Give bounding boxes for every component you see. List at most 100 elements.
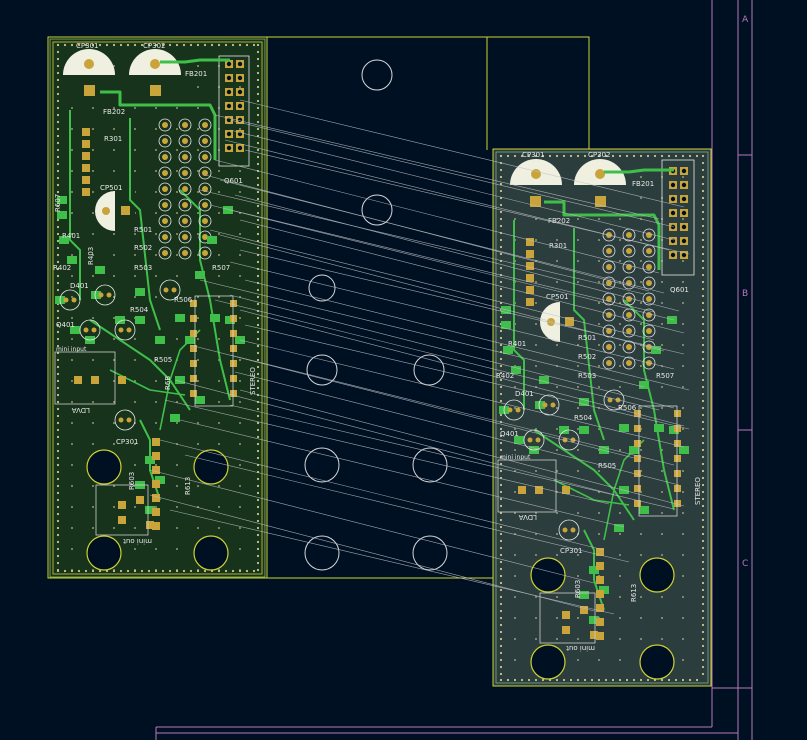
via-dot (197, 380, 199, 382)
via-dot (256, 246, 260, 250)
panel-mounting-holes (304, 59, 448, 571)
left-cp302-footprint[interactable] (129, 49, 181, 101)
right-board[interactable]: CP301 CP302 FB201 FB202 CP501 R301 R401 … (492, 148, 712, 687)
via-dot (56, 92, 60, 96)
right-r501-label: R501 (578, 334, 596, 342)
resistor-pad (162, 234, 168, 240)
via-dot (604, 154, 608, 158)
via-dot (56, 183, 60, 187)
ic-pin (634, 485, 641, 492)
ratsnest-line (239, 249, 685, 355)
via-dot (619, 260, 621, 262)
pin-strip-pad (82, 176, 90, 184)
ratsnest-line (159, 439, 605, 551)
smd-pad (175, 314, 185, 322)
via-dot (640, 407, 642, 409)
via-dot (499, 665, 503, 669)
right-components[interactable] (499, 168, 689, 640)
via-dot (92, 170, 94, 172)
pin-strip-pad (152, 480, 160, 488)
via-dot (189, 569, 193, 573)
via-dot (256, 351, 260, 355)
resistor-outline (622, 356, 636, 370)
via-dot (701, 301, 705, 305)
via-dot (119, 569, 123, 573)
ratsnest-line (199, 189, 645, 295)
jack-pad (118, 376, 126, 384)
via-dot (499, 357, 503, 361)
via-dot (256, 106, 260, 110)
header-pin-hole (226, 103, 232, 109)
via-dot (577, 239, 579, 241)
left-cp501-footprint[interactable] (95, 191, 135, 231)
via-dot (256, 540, 260, 544)
transistor-pad (570, 527, 576, 533)
via-dot (701, 616, 705, 620)
via-dot (256, 302, 260, 306)
smd-pad (579, 398, 589, 406)
via-dot (598, 470, 600, 472)
right-cp302-footprint[interactable] (574, 159, 626, 211)
via-dot (499, 672, 503, 676)
ic-pin (634, 440, 641, 447)
via-dot (210, 43, 214, 47)
via-dot (256, 435, 260, 439)
via-dot (56, 554, 60, 558)
via-dot (98, 43, 102, 47)
transistor-outline (79, 319, 101, 341)
smd-pad (135, 316, 145, 324)
via-dot (514, 659, 516, 661)
via-dot (577, 218, 579, 220)
left-cp301-footprint[interactable] (63, 49, 115, 101)
via-dot (56, 281, 60, 285)
pin-strip-pad (152, 452, 160, 460)
left-board[interactable]: CP301 CP302 FB201 FB202 CP501 R301 R401 … (49, 38, 266, 578)
header-pin-hole (237, 61, 243, 67)
resistor-pad (626, 296, 632, 302)
via-dot (134, 107, 136, 109)
via-dot (113, 359, 115, 361)
via-dot (701, 238, 705, 242)
via-dot (197, 212, 199, 214)
via-dot (499, 252, 503, 256)
via-dot (197, 296, 199, 298)
via-dot (514, 449, 516, 451)
via-dot (701, 252, 705, 256)
left-q401-label: Q401 (56, 321, 75, 329)
via-dot (701, 644, 705, 648)
pin-strip-pad (526, 250, 534, 258)
via-dot (527, 678, 531, 682)
pin-strip-pad (82, 164, 90, 172)
transistor-pad (562, 437, 568, 443)
transistor-outline (114, 319, 136, 341)
via-dot (597, 678, 601, 682)
via-dot (701, 546, 705, 550)
via-dot (71, 443, 73, 445)
via-dot (256, 330, 260, 334)
via-dot (113, 401, 115, 403)
via-dot (256, 50, 260, 54)
transistor-pad (562, 527, 568, 533)
via-dot (239, 464, 241, 466)
ratsnest-line (239, 339, 685, 448)
via-dot (56, 463, 60, 467)
left-components[interactable] (55, 58, 245, 530)
copper-track (533, 429, 635, 521)
via-dot (625, 154, 629, 158)
via-dot (256, 407, 260, 411)
ratsnest-line (234, 194, 680, 312)
copper-track (573, 228, 605, 441)
smd-pad (70, 326, 80, 334)
via-dot (161, 43, 165, 47)
via-dot (168, 43, 172, 47)
resistor-outline (622, 292, 636, 306)
jack-pad (136, 496, 144, 504)
via-dot (682, 533, 684, 535)
resistor-outline (178, 182, 192, 196)
smd-pad (67, 256, 77, 264)
via-dot (256, 141, 260, 145)
left-header-pins[interactable] (218, 55, 250, 167)
via-dot (197, 359, 199, 361)
via-dot (577, 554, 579, 556)
